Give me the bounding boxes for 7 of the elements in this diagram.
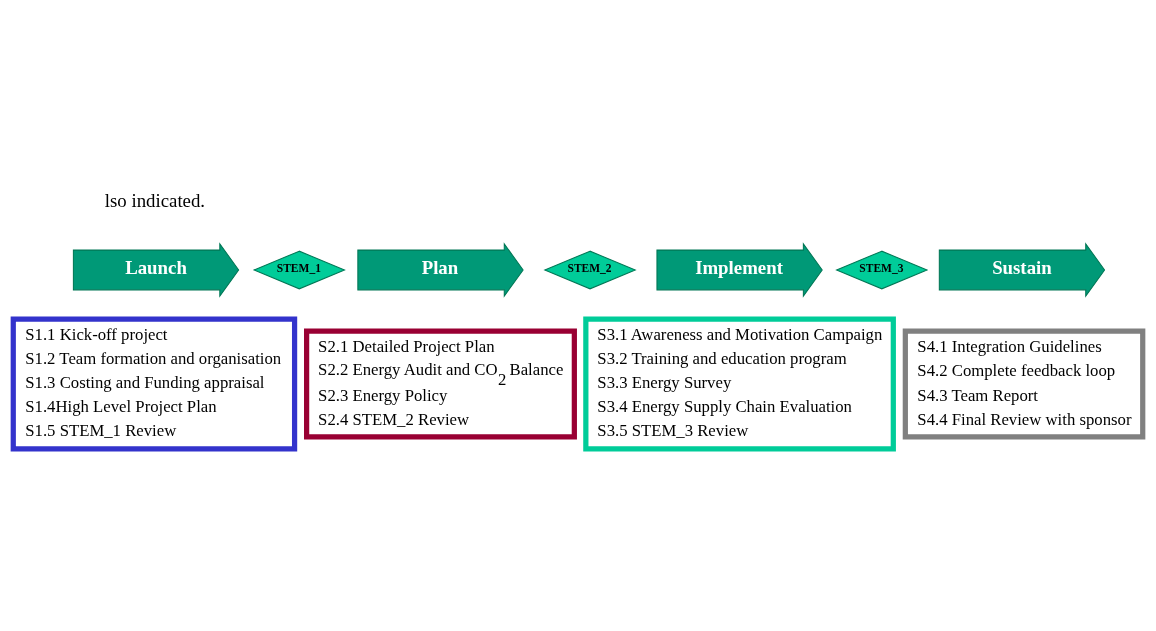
node-diamond: STEM_1 <box>252 250 346 289</box>
node-box: S1.1 Kick-off project S1.2 Team formation and organisation S1.3 Costing and Funding appraisal S1.4High Level Project Plan S1.5 STEM_1 Review <box>10 316 298 451</box>
node-diamond: STEM_3 <box>835 250 929 289</box>
label: lso indicated. <box>104 189 206 211</box>
node-box: S4.1 Integration Guidelines S4.2 Complete feedback loop S4.3 Team Report S4.4 Final Review with sponsor <box>902 328 1146 439</box>
node-diamond: STEM_2 <box>543 250 637 289</box>
node-box: S3.1 Awareness and Motivation Campaign S3.2 Training and education program S3.3 Energy Survey S3.4 Energy Supply Chain Evaluation S3.5 STEM_3 Review <box>583 316 896 451</box>
